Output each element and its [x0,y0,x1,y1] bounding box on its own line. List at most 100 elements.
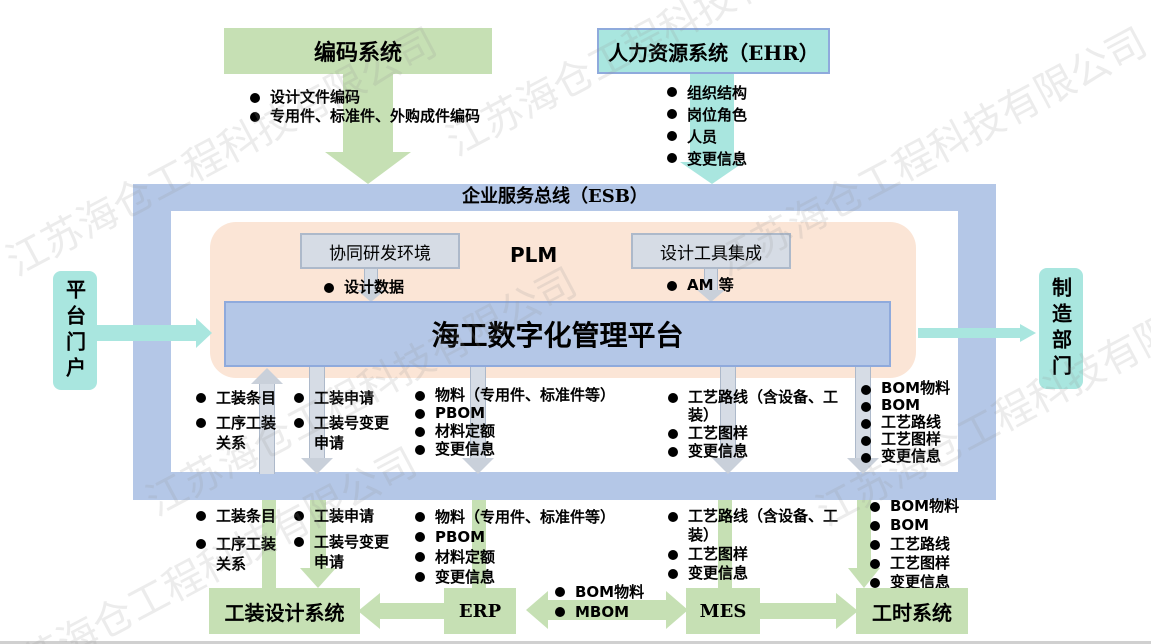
list-item: 工艺路线 [868,535,959,554]
ehr-arrow-shaft [690,74,734,164]
collab-arrow-shaft [364,269,378,291]
list-item: BOM物料 [859,380,950,397]
design-tools-box[interactable]: 设计工具集成 [631,233,791,269]
list-item: 变更信息 [666,564,846,583]
outer-tooling-up-shaft [262,500,276,588]
outer-requests-down-shaft [310,500,326,570]
bottom-border [0,641,1151,644]
list-item: 工艺路线（含设备、工装） [666,507,846,545]
list-item: 变更信息 [413,440,615,458]
list-item: 物料（专用件、标准件等） [413,386,615,404]
tools-items: AM 等 [665,276,734,295]
list-item: 专用件、标准件、外购成件编码 [248,107,480,126]
coding-system-items: 设计文件编码 专用件、标准件、外购成件编码 [248,88,480,126]
mes-label: MES [699,600,747,622]
tooling-up-arrow-shaft [259,382,275,474]
list-item: 工序工装关系 [194,413,276,453]
inner-process: 工艺路线（含设备、工装） 工艺图样 变更信息 [666,388,846,460]
list-item: MBOM [553,602,644,622]
tools-arrow-shaft [704,269,718,291]
list-item: 变更信息 [859,448,950,465]
ehr-system-title: 人力资源系统（EHR） [608,40,819,65]
labor-hours-system-box[interactable]: 工时系统 [856,588,968,634]
collab-env-box[interactable]: 协同研发环境 [300,233,460,269]
outer-requests-down-head [300,568,336,588]
portal-arrow-head [196,318,212,348]
coding-system-title: 编码系统 [313,41,402,66]
list-item: BOM [859,397,950,414]
list-item: 人员 [665,126,747,148]
list-item: 工装号变更申请 [292,532,402,572]
list-item: 工序工装关系 [194,534,276,574]
design-tools-label: 设计工具集成 [660,243,762,264]
plm-label: PLM [510,243,558,267]
list-item: 材料定额 [413,547,615,567]
manufacturing-label: 制造部门 [1048,276,1073,381]
core-platform-label: 海工数字化管理平台 [431,319,684,352]
materials-down-arrow-head [462,458,494,474]
erp-mes-left-head [526,591,548,629]
inner-tooling-requests: 工装申请 工装号变更申请 [292,388,402,453]
list-item: 工装申请 [292,506,402,526]
manufacturing-box[interactable]: 制造部门 [1039,268,1083,389]
list-item: PBOM [413,527,615,547]
list-item: 工装号变更申请 [292,413,402,453]
watermark-text: 江苏海仓工程科技有限公司 [439,0,885,166]
list-item: 物料（专用件、标准件等） [413,507,615,527]
list-item: 工装条目 [194,388,276,408]
list-item: 岗位角色 [665,104,747,126]
ehr-system-box[interactable]: 人力资源系统（EHR） [597,28,830,74]
coding-system-box[interactable]: 编码系统 [224,28,492,74]
erp-mes-shaft [548,600,668,620]
list-item: 工艺路线（含设备、工装） [666,388,846,424]
portal-label: 平台门户 [62,278,87,383]
requests-down-arrow-head [301,458,333,474]
mes-to-labor-head [836,593,858,629]
mfg-arrow-shaft [918,328,1022,338]
list-item: 变更信息 [666,442,846,460]
list-item: 工艺图样 [859,431,950,448]
mes-system-box[interactable]: MES [686,588,760,634]
outer-process: 工艺路线（含设备、工装） 工艺图样 变更信息 [666,507,846,583]
materials-down-arrow-shaft [470,367,486,459]
tools-arrow-head [697,290,725,302]
tooling-up-arrow-head [251,368,283,384]
ehr-system-items: 组织结构 岗位角色 人员 变更信息 [665,82,747,170]
list-item: 工艺图样 [666,545,846,564]
portal-box[interactable]: 平台门户 [53,271,97,390]
list-item: 组织结构 [665,82,747,104]
esb-title: 企业服务总线（ESB） [462,186,648,207]
outer-labor: BOM物料 BOM 工艺路线 工艺图样 变更信息 [868,497,959,592]
collab-env-label: 协同研发环境 [329,243,431,264]
outer-labor-down-shaft [857,500,871,570]
list-item: 设计文件编码 [248,88,480,107]
inner-labor: BOM物料 BOM 工艺路线 工艺图样 变更信息 [859,380,950,465]
collab-arrow-head [357,290,385,302]
process-down-arrow-head [712,458,744,474]
ehr-arrow-head [680,162,744,184]
list-item: BOM物料 [553,582,644,602]
tooling-design-label: 工装设计系统 [224,600,345,625]
erp-system-box[interactable]: ERP [444,588,516,634]
outer-process-down-shaft [718,500,732,590]
process-down-arrow-shaft [720,367,736,459]
list-item: AM 等 [665,276,734,295]
list-item: 工装申请 [292,388,402,408]
tooling-design-system-box[interactable]: 工装设计系统 [209,588,360,634]
outer-tooling-items: 工装条目 工序工装关系 [194,506,276,574]
list-item: 工装条目 [194,506,276,526]
core-platform-box[interactable]: 海工数字化管理平台 [224,301,891,367]
inner-materials: 物料（专用件、标准件等） PBOM 材料定额 变更信息 [413,386,615,458]
list-item: BOM [868,516,959,535]
erp-label: ERP [458,600,502,622]
outer-materials: 物料（专用件、标准件等） PBOM 材料定额 变更信息 [413,507,615,587]
list-item: 工艺图样 [666,424,846,442]
inner-tooling-items: 工装条目 工序工装关系 [194,388,276,453]
erp-to-tooling-shaft [380,603,446,619]
mes-to-labor-shaft [760,603,838,619]
collab-items: 设计数据 [322,278,404,297]
requests-down-arrow-shaft [309,367,325,459]
erp-to-tooling-head [358,593,380,629]
list-item: PBOM [413,404,615,422]
erp-mes-items: BOM物料 MBOM [553,582,644,622]
